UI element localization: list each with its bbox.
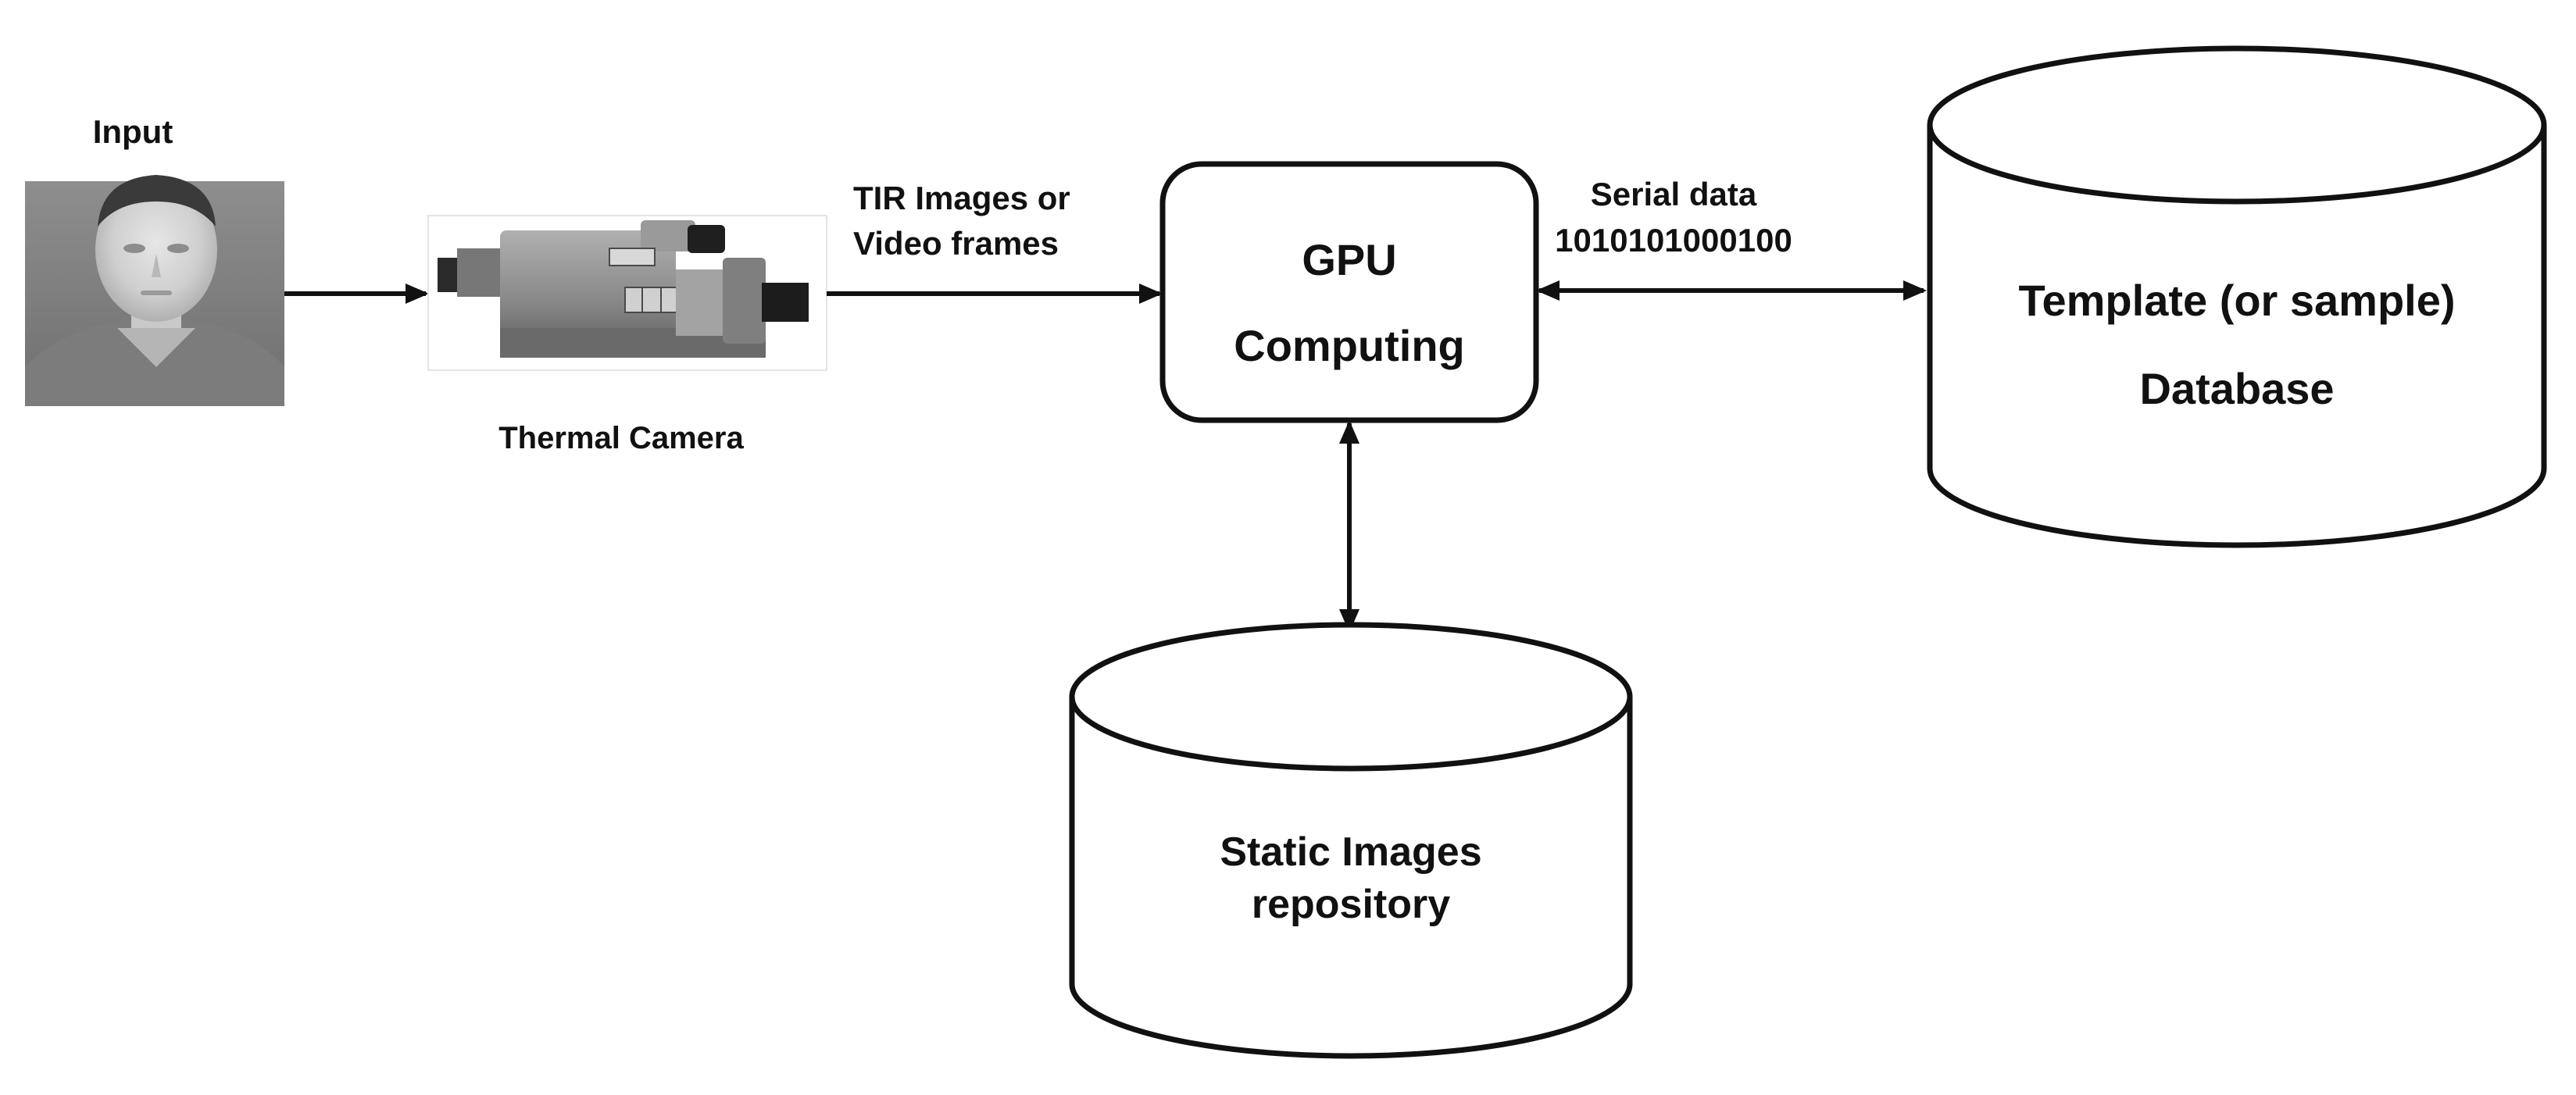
- gpu-computing-box: [1159, 161, 1539, 423]
- template-database-cylinder: [1927, 45, 2547, 548]
- link-label-tir-line2: Video frames: [853, 225, 1059, 262]
- static-images-repository-cylinder: [1069, 622, 1633, 1059]
- link-label-serial-line2: 1010101000100: [1555, 222, 1792, 259]
- camera-caption: Thermal Camera: [498, 421, 744, 455]
- static-repo-line1: Static Images: [1220, 829, 1481, 875]
- gpu-label-line2: Computing: [1234, 321, 1464, 370]
- template-db-line2: Database: [2139, 364, 2334, 413]
- video-camera-icon: [427, 215, 827, 371]
- static-repo-line2: repository: [1252, 882, 1450, 927]
- input-title: Input: [93, 113, 173, 150]
- link-label-serial-line1: Serial data: [1591, 176, 1757, 212]
- link-label-tir-line1: TIR Images or: [853, 180, 1070, 216]
- gpu-label-line1: GPU: [1302, 235, 1396, 284]
- thermal-face-image: [25, 175, 284, 406]
- template-db-line1: Template (or sample): [2018, 276, 2455, 325]
